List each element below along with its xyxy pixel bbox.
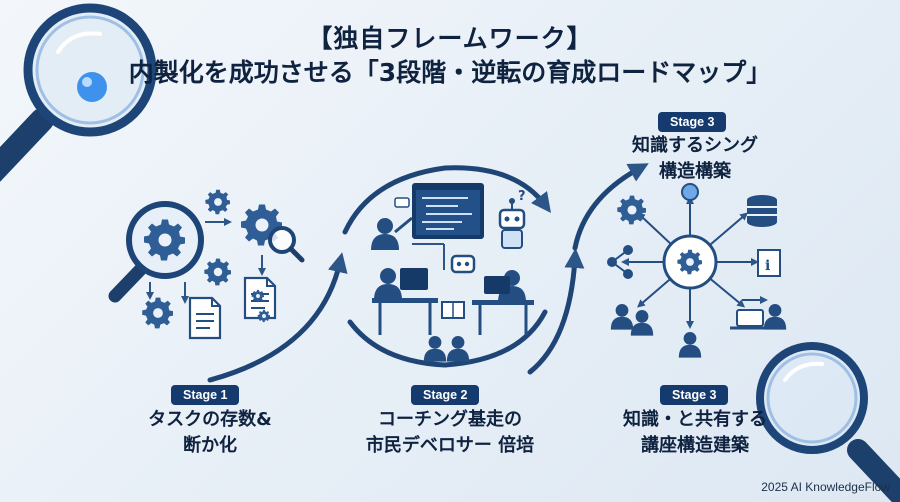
stage2-badge: Stage 2 (411, 385, 480, 405)
copyright-footer: 2025 AI KnowledgeFlow (761, 480, 890, 494)
stage3-line1: 知識・と共有する (623, 409, 767, 430)
stage1-label: タスクの存数& 断か化 (110, 407, 310, 459)
magnifier-bottomright-icon (756, 342, 900, 502)
title-line2: 内製化を成功させる「3段階・逆転の育成ロードマップ」 (128, 58, 772, 87)
stage2-line1: コーチング基走の (378, 409, 522, 430)
top-stage-badge: Stage 3 (658, 112, 727, 132)
stage1-illustration (108, 189, 305, 340)
stage2-line2: 市民デベロサー 倍培 (365, 435, 535, 456)
stage1-line2: 断か化 (183, 435, 237, 456)
stage1-line1: タスクの存数& (148, 409, 272, 430)
stage3-badge: Stage 3 (660, 385, 729, 405)
stage2-label: コーチング基走の 市民デベロサー 倍培 (340, 407, 560, 459)
svg-text:?: ? (518, 189, 526, 204)
flow-arrows (207, 163, 649, 383)
title-line1: 【独自フレームワーク】 (307, 24, 593, 53)
share-icon (607, 245, 633, 279)
top-stage-line2: 構造構築 (659, 161, 731, 182)
top-stage-label: 知識するシング 構造構築 (600, 133, 790, 185)
svg-text:i: i (765, 258, 770, 274)
info-doc-icon: i (757, 249, 781, 277)
stage3-line2: 講座構造建築 (641, 435, 749, 456)
page-title: 【独自フレームワーク】 内製化を成功させる「3段階・逆転の育成ロードマップ」 (0, 22, 900, 90)
magnifier-topleft-icon (0, 3, 157, 182)
stage3-label: 知識・と共有する 講座構造建築 (600, 407, 790, 459)
stage2-illustration: ? (371, 183, 534, 362)
top-stage-line1: 知識するシング (632, 135, 758, 156)
stage1-badge: Stage 1 (171, 385, 240, 405)
database-icon (747, 195, 777, 227)
